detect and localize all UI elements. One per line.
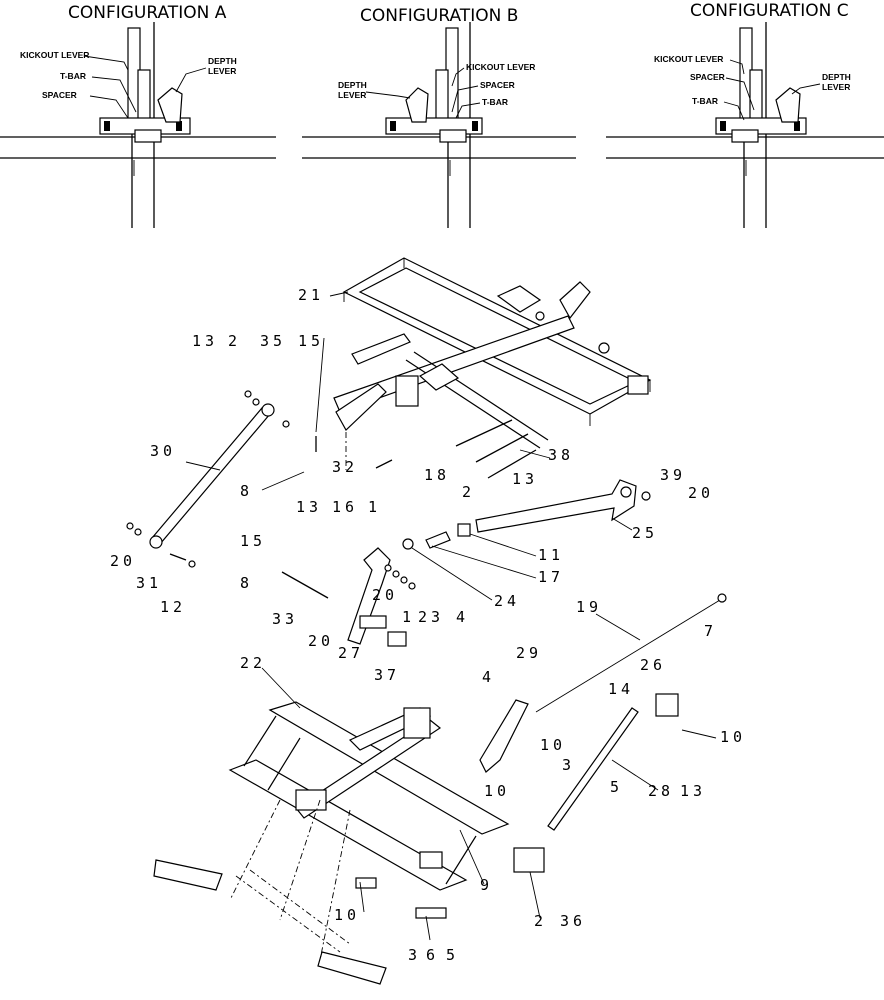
callout-9: 9 (480, 876, 493, 894)
callout-6: 6 (426, 946, 439, 964)
config-b-tbar-label: T-BAR (482, 97, 508, 107)
callout-10: 10 (334, 906, 360, 924)
callout-3: 3 (562, 756, 575, 774)
config-a-title: CONFIGURATION A (68, 3, 227, 23)
callout-30: 30 (150, 442, 176, 460)
callout-24: 24 (494, 592, 520, 610)
callout-8: 8 (240, 482, 253, 500)
callout-2: 2 (462, 483, 475, 501)
config-b-spacer-label: SPACER (480, 80, 515, 90)
leader-lines (185, 291, 717, 941)
callout-25: 25 (632, 524, 658, 542)
callout-1: 1 (368, 498, 381, 516)
configuration-b: CONFIGURATION B KICKOUT LEVER SPACER T-B… (302, 6, 576, 228)
config-c-spacer-label: SPACER (690, 72, 725, 82)
callout-5: 5 (446, 946, 459, 964)
config-b-title: CONFIGURATION B (360, 6, 518, 26)
config-c-depth-label-2: LEVER (822, 82, 850, 92)
callout-20: 20 (110, 552, 136, 570)
config-a-kickout-label: KICKOUT LEVER (20, 50, 89, 60)
config-a-spacer-label: SPACER (42, 90, 77, 100)
callout-10: 10 (720, 728, 746, 746)
callout-11: 11 (538, 546, 564, 564)
callout-5: 5 (610, 778, 623, 796)
callout-7: 7 (704, 622, 717, 640)
callout-22: 22 (240, 654, 266, 672)
upper-frame-assembly (333, 257, 652, 470)
callout-17: 17 (538, 568, 564, 586)
callout-32: 32 (332, 458, 358, 476)
configuration-c: CONFIGURATION C KICKOUT LEVER SPACER T-B… (606, 1, 884, 228)
callout-36: 36 (560, 912, 586, 930)
callout-10: 10 (484, 782, 510, 800)
config-b-depth-label-1: DEPTH (338, 80, 367, 90)
callout-2: 2 (228, 332, 241, 350)
callout-15: 15 (240, 532, 266, 550)
lower-frame-assembly (153, 593, 727, 985)
callout-39: 39 (660, 466, 686, 484)
callout-14: 14 (608, 680, 634, 698)
config-c-tbar-label: T-BAR (692, 96, 718, 106)
callout-38: 38 (548, 446, 574, 464)
callout-15: 15 (298, 332, 324, 350)
config-a-tbar-label: T-BAR (60, 71, 86, 81)
callout-28: 28 (648, 782, 674, 800)
callout-35: 35 (260, 332, 286, 350)
callout-16: 16 (332, 498, 358, 516)
callout-3: 3 (408, 946, 421, 964)
callout-29: 29 (516, 644, 542, 662)
callout-23: 23 (418, 608, 444, 626)
configuration-a: CONFIGURATION A KICKOUT LEVER T-BAR SPAC… (0, 3, 276, 228)
callout-4: 4 (456, 608, 469, 626)
callouts: 21 13 2 35 15 30 32 8 18 2 13 38 39 20 2… (110, 286, 746, 964)
callout-18: 18 (424, 466, 450, 484)
callout-37: 37 (374, 666, 400, 684)
config-a-depth-label-2: LEVER (208, 66, 236, 76)
callout-33: 33 (272, 610, 298, 628)
callout-2: 2 (534, 912, 547, 930)
callout-20: 20 (372, 586, 398, 604)
callout-31: 31 (136, 574, 162, 592)
callout-13: 13 (680, 782, 706, 800)
callout-13: 13 (512, 470, 538, 488)
callout-21: 21 (298, 286, 324, 304)
config-b-depth-label-2: LEVER (338, 90, 366, 100)
callout-26: 26 (640, 656, 666, 674)
config-c-title: CONFIGURATION C (690, 1, 849, 21)
callout-19: 19 (576, 598, 602, 616)
linkage-parts (126, 390, 651, 647)
config-a-depth-label-1: DEPTH (208, 56, 237, 66)
callout-4: 4 (482, 668, 495, 686)
config-c-depth-label-1: DEPTH (822, 72, 851, 82)
callout-20: 20 (308, 632, 334, 650)
callout-1: 1 (402, 608, 415, 626)
callout-13: 13 (296, 498, 322, 516)
callout-8: 8 (240, 574, 253, 592)
callout-20: 20 (688, 484, 714, 502)
callout-10: 10 (540, 736, 566, 754)
callout-13: 13 (192, 332, 218, 350)
config-b-kickout-label: KICKOUT LEVER (466, 62, 535, 72)
callout-12: 12 (160, 598, 186, 616)
callout-27: 27 (338, 644, 364, 662)
config-c-kickout-label: KICKOUT LEVER (654, 54, 723, 64)
